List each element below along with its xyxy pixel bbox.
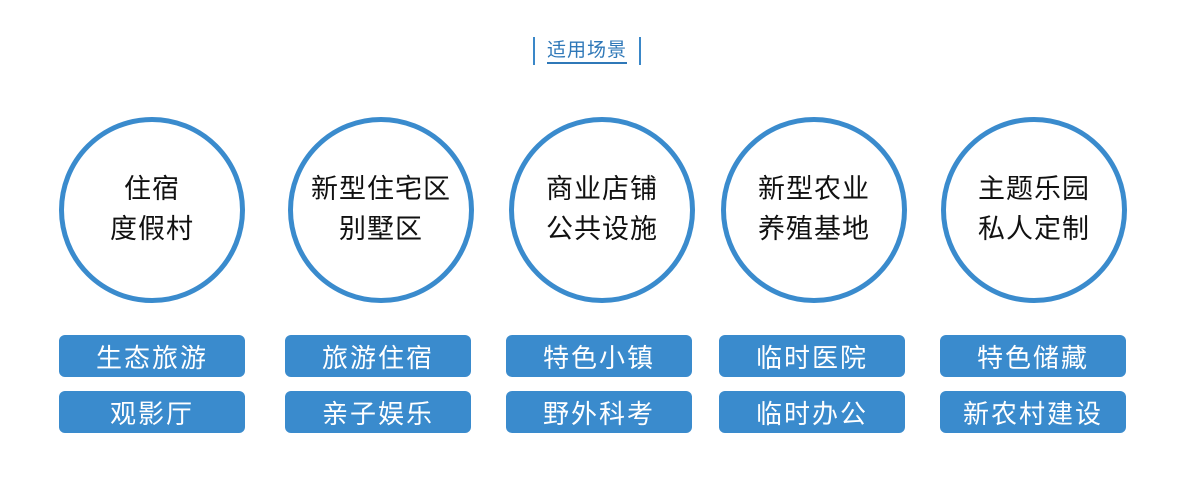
scenario-tag: 特色小镇 — [506, 335, 692, 377]
scenario-tag: 野外科考 — [506, 391, 692, 433]
scenario-column-3: 商业店铺 公共设施 特色小镇 野外科考 — [506, 0, 695, 479]
title-text: 适用场景 — [547, 39, 628, 64]
scenario-circle: 主题乐园 私人定制 — [941, 117, 1127, 303]
circle-line-2: 养殖基地 — [758, 214, 870, 245]
scenario-circle: 新型农业 养殖基地 — [721, 117, 907, 303]
scenario-tag: 观影厅 — [59, 391, 245, 433]
scenario-circle: 住宿 度假村 — [59, 117, 245, 303]
scenario-tag: 新农村建设 — [940, 391, 1126, 433]
circle-line-2: 度假村 — [110, 214, 194, 245]
scenario-circle: 商业店铺 公共设施 — [509, 117, 695, 303]
title-left-bar — [533, 37, 535, 65]
scenario-column-4: 新型农业 养殖基地 临时医院 临时办公 — [719, 0, 907, 479]
scenario-tag: 临时医院 — [719, 335, 905, 377]
scenario-column-5: 主题乐园 私人定制 特色储藏 新农村建设 — [940, 0, 1127, 479]
circle-line-2: 公共设施 — [546, 214, 658, 245]
scenario-tag: 生态旅游 — [59, 335, 245, 377]
title-right-bar — [639, 37, 642, 65]
circle-line-1: 主题乐园 — [978, 174, 1090, 205]
circle-line-1: 住宿 — [124, 174, 180, 205]
circle-line-1: 新型住宅区 — [311, 174, 451, 205]
circle-line-2: 别墅区 — [339, 214, 423, 245]
section-title: 适用场景 — [533, 36, 642, 66]
circle-line-1: 新型农业 — [758, 174, 870, 205]
circle-line-1: 商业店铺 — [546, 174, 658, 205]
scenario-tag: 旅游住宿 — [285, 335, 471, 377]
circle-line-2: 私人定制 — [978, 214, 1090, 245]
scenario-column-1: 住宿 度假村 生态旅游 观影厅 — [59, 0, 245, 479]
scenario-circle: 新型住宅区 别墅区 — [288, 117, 474, 303]
scenario-tag: 临时办公 — [719, 391, 905, 433]
scenario-tag: 特色储藏 — [940, 335, 1126, 377]
scenario-column-2: 新型住宅区 别墅区 旅游住宿 亲子娱乐 — [285, 0, 474, 479]
scenario-tag: 亲子娱乐 — [285, 391, 471, 433]
